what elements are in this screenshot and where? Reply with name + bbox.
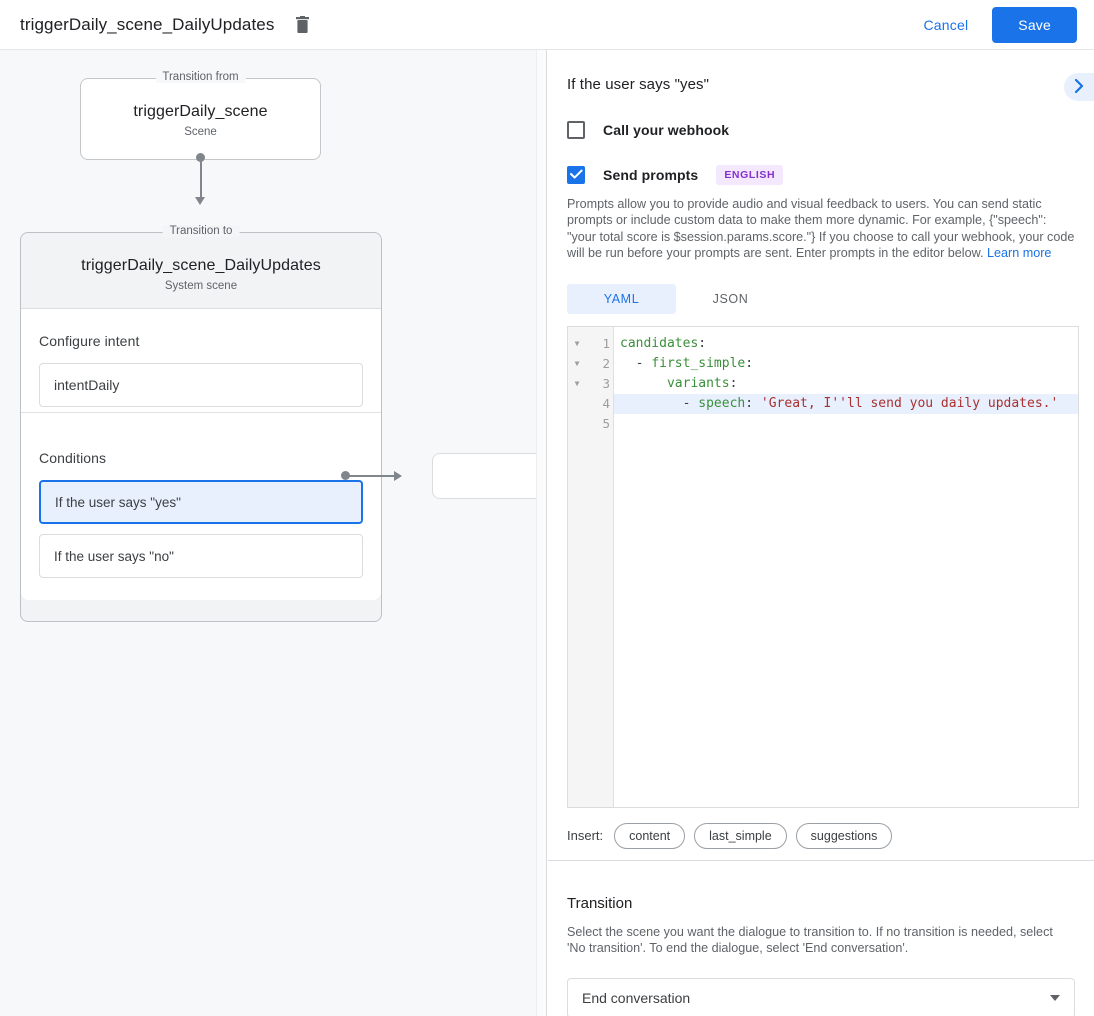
transition-from-subtitle: Scene [184, 126, 217, 138]
editor-code-line[interactable]: - speech: 'Great, I''ll send you daily u… [614, 393, 1078, 414]
scene-graph-canvas[interactable]: Transition from triggerDaily_scene Scene… [0, 50, 536, 1016]
tab-json[interactable]: JSON [676, 284, 785, 314]
condition-item-no[interactable]: If the user says "no" [39, 534, 363, 578]
code-token: - [620, 395, 699, 411]
configure-intent-label: Configure intent [39, 333, 140, 349]
check-icon [569, 166, 583, 184]
code-token: speech [698, 395, 746, 411]
top-app-bar: triggerDaily_scene_DailyUpdates Cancel S… [0, 0, 1094, 50]
connector-arrow-down [195, 197, 205, 205]
transition-section: Transition Select the scene you want the… [548, 860, 1094, 1016]
condition-item-label: If the user says "yes" [55, 494, 181, 510]
intent-field-value: intentDaily [54, 377, 120, 393]
code-token: candidates [620, 335, 699, 351]
editor-line-number: 2 [602, 356, 610, 372]
panel-header: If the user says "yes" [548, 50, 1094, 93]
panel-title: If the user says "yes" [567, 76, 710, 93]
cancel-button[interactable]: Cancel [910, 8, 983, 42]
transition-to-card[interactable]: Transition to triggerDaily_scene_DailyUp… [20, 225, 382, 622]
code-token: : [745, 355, 754, 371]
call-webhook-row[interactable]: Call your webhook [548, 121, 1094, 139]
section-divider [21, 412, 381, 413]
editor-code-area[interactable]: candidates: - first_simple: variants: - … [614, 327, 1078, 807]
code-token [620, 376, 667, 391]
transition-to-title: triggerDaily_scene_DailyUpdates [81, 257, 321, 274]
transition-select-value: End conversation [582, 989, 691, 1006]
details-panel: If the user says "yes" Call your webhook… [548, 50, 1094, 1016]
code-token: : [745, 395, 761, 411]
insert-chip-last-simple[interactable]: last_simple [694, 822, 787, 849]
editor-line-number: 3 [602, 376, 610, 392]
configure-intent-section: Configure intent intentDaily [21, 309, 381, 429]
connector-line-horizontal [345, 475, 395, 477]
canvas-scrollbar[interactable] [536, 50, 547, 1016]
intent-field[interactable]: intentDaily [39, 363, 363, 407]
editor-code-line[interactable]: candidates: [614, 334, 1078, 354]
page-title: triggerDaily_scene_DailyUpdates [20, 14, 275, 34]
chevron-down-icon [1050, 994, 1060, 1001]
editor-line-gutter: ▼2 [568, 354, 613, 374]
conditions-label: Conditions [39, 450, 107, 466]
code-token: variants [666, 375, 730, 391]
editor-code-line[interactable]: - first_simple: [614, 354, 1078, 374]
fold-triangle-icon[interactable]: ▼ [574, 378, 580, 388]
editor-line-gutter: 4 [568, 394, 613, 414]
transition-to-legend: Transition to [162, 225, 240, 237]
condition-item-yes[interactable]: If the user says "yes" [39, 480, 363, 524]
connector-line-vertical [200, 157, 202, 199]
insert-row: Insert: content last_simple suggestions [567, 822, 1094, 849]
editor-line-number: 5 [602, 416, 610, 432]
transition-select[interactable]: End conversation [567, 977, 1075, 1016]
call-webhook-label: Call your webhook [603, 122, 730, 138]
learn-more-link[interactable]: Learn more [987, 246, 1052, 261]
transition-description: Select the scene you want the dialogue t… [567, 925, 1053, 956]
transition-title: Transition [567, 895, 633, 912]
insert-chip-suggestions[interactable]: suggestions [795, 822, 893, 849]
transition-from-title: triggerDaily_scene [133, 103, 268, 120]
code-token: first_simple [651, 355, 746, 371]
fold-triangle-icon[interactable]: ▼ [574, 338, 580, 348]
editor-line-number: 1 [602, 336, 610, 352]
editor-code-line[interactable]: variants: [614, 374, 1078, 394]
panel-divider [548, 860, 1094, 861]
editor-line-gutter: 5 [568, 414, 613, 434]
expand-panel-button[interactable] [1064, 73, 1094, 101]
editor-line-number: 4 [602, 396, 610, 412]
chevron-right-icon [1074, 78, 1084, 96]
transition-to-header: triggerDaily_scene_DailyUpdates System s… [21, 233, 381, 309]
transition-target-card[interactable] [432, 453, 536, 499]
insert-label: Insert: [567, 828, 604, 844]
delete-button[interactable] [288, 11, 316, 39]
connector-arrow-right [394, 471, 402, 481]
send-prompts-checkbox[interactable] [567, 166, 585, 184]
send-prompts-row[interactable]: Send prompts ENGLISH [548, 165, 1094, 185]
prompts-description: Prompts allow you to provide audio and v… [567, 196, 1075, 262]
code-token: - [620, 355, 652, 371]
language-badge: ENGLISH [716, 165, 784, 185]
call-webhook-checkbox[interactable] [567, 121, 585, 139]
conditions-section: Conditions If the user says "yes" If the… [21, 429, 381, 600]
code-token: : [698, 335, 707, 351]
trash-icon [295, 15, 310, 34]
editor-line-gutter: ▼1 [568, 334, 613, 354]
fold-triangle-icon[interactable]: ▼ [574, 358, 580, 368]
top-bar-actions: Cancel Save [910, 6, 1077, 43]
scene-body: Configure intent intentDaily Conditions … [21, 309, 381, 600]
editor-line-gutter: ▼3 [568, 374, 613, 394]
condition-item-label: If the user says "no" [54, 548, 174, 564]
tab-yaml[interactable]: YAML [567, 283, 676, 314]
transition-from-card[interactable]: Transition from triggerDaily_scene Scene [80, 71, 321, 160]
insert-chip-content[interactable]: content [614, 822, 686, 849]
transition-to-subtitle: System scene [164, 280, 238, 292]
send-prompts-label: Send prompts [603, 167, 699, 183]
save-button[interactable]: Save [992, 6, 1077, 43]
prompts-description-text: Prompts allow you to provide audio and v… [567, 197, 1075, 261]
code-token: : [729, 375, 738, 391]
editor-format-tabs: YAML JSON [567, 283, 1094, 314]
transition-from-legend: Transition from [155, 71, 246, 83]
code-token: 'Great, I''ll send you daily updates.' [760, 395, 1059, 411]
editor-code-line[interactable] [614, 414, 1078, 434]
